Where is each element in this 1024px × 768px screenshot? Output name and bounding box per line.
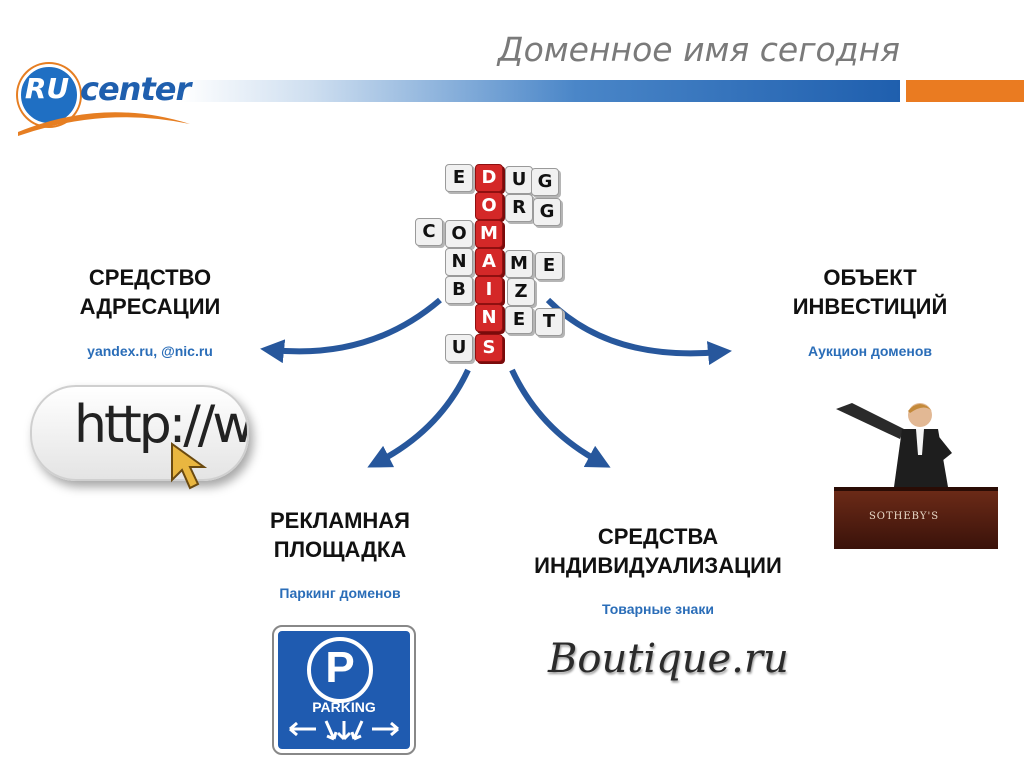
die-red: S [475, 334, 503, 362]
heading-addressing-line1: СРЕДСТВО [88, 265, 212, 290]
heading-individualization: СРЕДСТВА ИНДИВИДУАЛИЗАЦИИ [500, 522, 816, 580]
slide-title: Доменное имя сегодня [497, 30, 900, 69]
die: R [505, 194, 533, 222]
arrow-to-advertising [367, 368, 471, 468]
header-bar-blue [180, 80, 900, 102]
die-red: D [475, 164, 503, 192]
die-red: M [475, 220, 503, 248]
die: E [505, 306, 533, 334]
parking-text: PARKING [312, 699, 376, 715]
parking-sign-image: P PARKING [272, 625, 416, 755]
logo-ru-text: RU [24, 72, 70, 105]
logo-swoosh-icon [18, 112, 190, 136]
die-red: I [475, 276, 503, 304]
auctioneer-image: SOTHEBY'S [832, 395, 1000, 549]
heading-addressing-line2: АДРЕСАЦИИ [79, 294, 221, 319]
subtitle-addressing: yandex.ru, @nic.ru [87, 343, 213, 359]
die: M [505, 250, 533, 278]
ru-center-logo: RU center [14, 62, 204, 142]
heading-investment-line1: ОБЪЕКТ [823, 265, 917, 290]
http-text: http://www. [74, 395, 249, 455]
arrow-to-investment [545, 297, 732, 366]
die: Z [507, 278, 535, 306]
subtitle-investment: Аукцион доменов [807, 343, 933, 359]
header-bar-orange [906, 80, 1024, 102]
die: E [445, 164, 473, 192]
podium-label: SOTHEBY'S [868, 511, 940, 522]
die: U [445, 334, 473, 362]
subtitle-individualization: Товарные знаки [602, 601, 714, 617]
die: O [445, 220, 473, 248]
domains-dice-cluster: E D U G O R G C O M N A M E B I Z N E T … [405, 160, 585, 375]
subtitle-advertising: Паркинг доменов [279, 585, 401, 601]
die: C [415, 218, 443, 246]
http-address-bar-image: http://www. [30, 385, 249, 481]
heading-advertising-line2: ПЛОЩАДКА [273, 537, 407, 562]
die-red: N [475, 304, 503, 332]
auctioneer-figure-icon [836, 403, 952, 487]
logo-center-text: center [80, 70, 191, 108]
boutique-logo-image: Boutique.ru [548, 636, 789, 682]
heading-advertising: РЕКЛАМНАЯ ПЛОЩАДКА [238, 506, 442, 564]
heading-individualization-line2: ИНДИВИДУАЛИЗАЦИИ [534, 553, 782, 578]
die: B [445, 276, 473, 304]
die: N [445, 248, 473, 276]
die-red: O [475, 192, 503, 220]
die: T [535, 308, 563, 336]
heading-addressing: СРЕДСТВО АДРЕСАЦИИ [40, 263, 260, 321]
cursor-arrow-icon [171, 442, 208, 490]
parking-circle [307, 637, 373, 703]
podium [834, 487, 998, 549]
die: E [535, 252, 563, 280]
die: G [531, 168, 559, 196]
heading-investment: ОБЪЕКТ ИНВЕСТИЦИЙ [760, 263, 980, 321]
heading-investment-line2: ИНВЕСТИЦИЙ [792, 294, 948, 319]
die: U [505, 166, 533, 194]
heading-individualization-line1: СРЕДСТВА [597, 524, 719, 549]
die: G [533, 198, 561, 226]
parking-letter: P [325, 643, 355, 692]
arrow-to-addressing [260, 297, 442, 364]
heading-advertising-line1: РЕКЛАМНАЯ [269, 508, 410, 533]
die-red: A [475, 248, 503, 276]
parking-arrows-icon [289, 720, 399, 741]
arrow-to-individualization [509, 368, 611, 468]
